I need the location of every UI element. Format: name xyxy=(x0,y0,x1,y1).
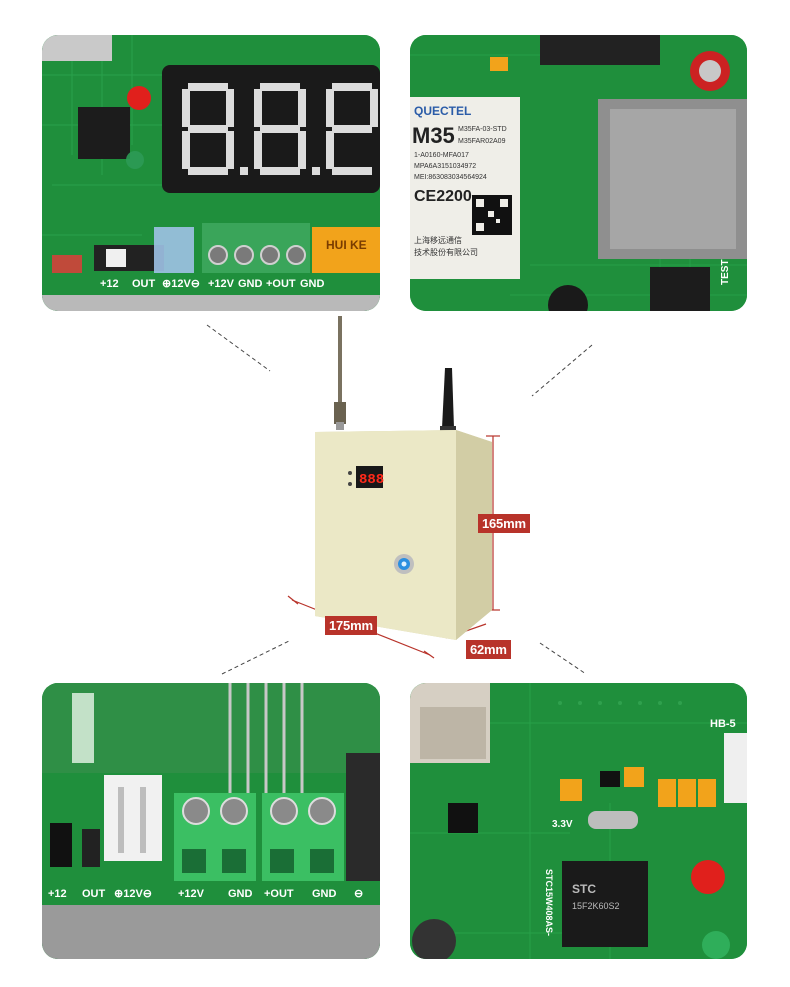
gsm-module-closeup-photo: QUECTEL M35 M35FA-03-STD M35FAR02A09 1-A… xyxy=(410,35,747,311)
header-connector xyxy=(724,733,747,803)
small-ic xyxy=(448,803,478,833)
device-enclosure: 888 xyxy=(280,310,560,670)
relay-text: HUI KE xyxy=(326,238,367,252)
module-text: 技术股份有限公司 xyxy=(414,247,478,257)
capacitor xyxy=(412,919,456,959)
silk-label: ⊕12V⊖ xyxy=(162,278,200,290)
width-dimension-label: 175mm xyxy=(325,616,377,635)
red-led xyxy=(127,86,151,110)
jumper xyxy=(82,829,100,867)
height-dimension-label: 165mm xyxy=(478,514,530,533)
indicator-led xyxy=(348,471,352,475)
voltage-label: 3.3V xyxy=(552,819,573,830)
mcu-chip xyxy=(562,861,648,947)
mcu-chip xyxy=(78,107,130,159)
connector-line xyxy=(221,640,290,675)
pcb-display-illustration: HUI KE +12 OUT ⊕12V⊖ +12V GND +OUT GND xyxy=(42,35,380,311)
display-digits: 888 xyxy=(359,472,384,488)
module-text: MPA6A3151034972 xyxy=(414,163,476,170)
silk-label: +12V xyxy=(208,278,235,290)
antenna-right xyxy=(442,368,454,428)
silk-label: GND xyxy=(228,888,253,900)
board-label: HB-5 xyxy=(710,718,736,730)
jumper xyxy=(50,823,72,867)
gsm-module xyxy=(410,97,520,279)
silk-label: GND xyxy=(238,278,263,290)
module-model: M35 xyxy=(412,123,455,148)
green-led xyxy=(126,151,144,169)
silk-label: OUT xyxy=(132,278,156,290)
connector-line xyxy=(206,324,271,372)
red-led xyxy=(691,860,725,894)
mcu-illustration: HB-5 3.3V STC 15F2K60S2 STC15W408AS- xyxy=(410,683,747,959)
module-ce-mark: CE2200 xyxy=(414,188,472,205)
pcb-display-closeup-photo: HUI KE +12 OUT ⊕12V⊖ +12V GND +OUT GND xyxy=(42,35,380,311)
terminal-block-closeup-photo: +12 OUT ⊕12V⊖ +12V GND +OUT GND ⊖ xyxy=(42,683,380,959)
relay xyxy=(312,227,380,281)
silk-label: OUT xyxy=(82,888,106,900)
silk-label: +12 xyxy=(48,888,67,900)
test-label: TEST xyxy=(720,259,731,285)
connector-line xyxy=(539,642,587,675)
silk-label: GND xyxy=(300,278,325,290)
silk-label: +OUT xyxy=(264,888,294,900)
dc-jack xyxy=(346,753,380,883)
crystal xyxy=(588,811,638,829)
silk-label: ⊖ xyxy=(354,888,363,900)
module-text: M35FAR02A09 xyxy=(458,138,506,145)
silk-side-label: STC15W408AS- xyxy=(544,869,554,936)
silk-label: ⊕12V⊖ xyxy=(114,888,152,900)
silk-label: +OUT xyxy=(266,278,296,290)
device-illustration: 888 xyxy=(287,316,500,659)
chip-brand: STC xyxy=(572,882,596,896)
module-text: 1-A0160-MFA017 xyxy=(414,152,469,159)
device-display xyxy=(356,466,383,488)
terminal-block-illustration: +12 OUT ⊕12V⊖ +12V GND +OUT GND ⊖ xyxy=(42,683,380,959)
module-brand: QUECTEL xyxy=(414,104,471,118)
gsm-module-illustration: QUECTEL M35 M35FA-03-STD M35FAR02A09 1-A… xyxy=(410,35,747,311)
depth-dimension-label: 62mm xyxy=(466,640,511,659)
indicator-led xyxy=(348,482,352,486)
silk-label: GND xyxy=(312,888,337,900)
ic-chip xyxy=(650,267,710,311)
module-text: M35FA-03-STD xyxy=(458,126,507,133)
antenna-left xyxy=(338,316,342,406)
switch xyxy=(94,245,164,271)
module-text: 上海移远通信 xyxy=(414,235,462,245)
chip-model: 15F2K60S2 xyxy=(572,901,620,911)
jst-connector xyxy=(104,775,162,861)
silk-label: +12 xyxy=(100,278,119,290)
module-text: MEI:863083034564924 xyxy=(414,174,487,181)
connector-line xyxy=(531,344,593,397)
green-led xyxy=(702,931,730,959)
mcu-closeup-photo: HB-5 3.3V STC 15F2K60S2 STC15W408AS- xyxy=(410,683,747,959)
silk-label: +12V xyxy=(178,888,205,900)
